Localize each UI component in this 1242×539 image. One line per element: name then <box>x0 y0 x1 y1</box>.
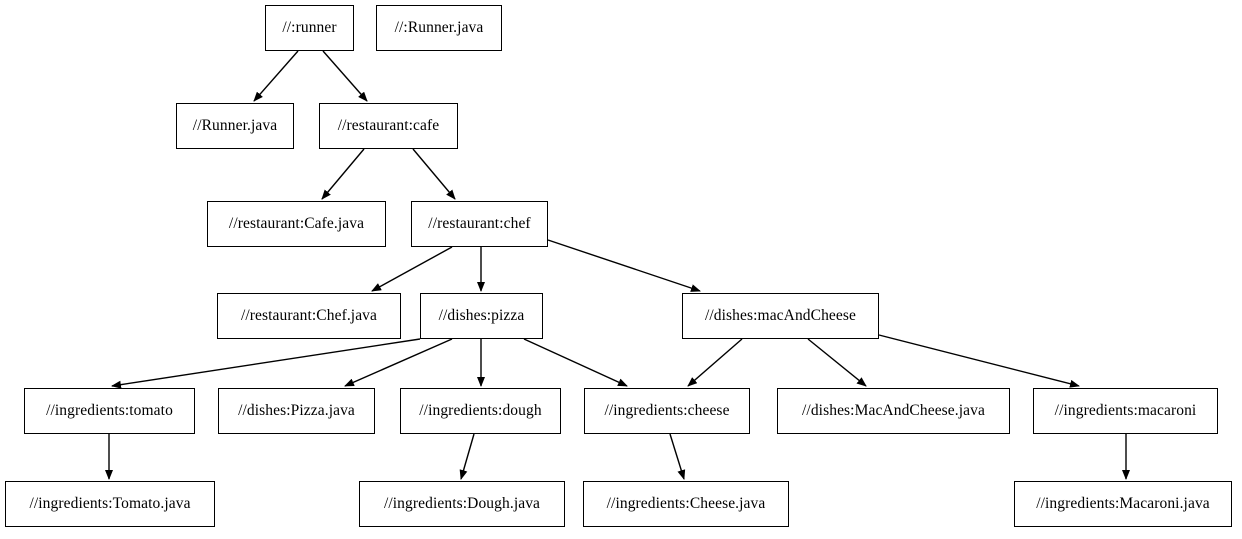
graph-node-ingredients_dough_java[interactable]: //ingredients:Dough.java <box>359 481 565 527</box>
graph-node-ingredients_macaroni[interactable]: //ingredients:macaroni <box>1033 388 1218 434</box>
graph-node-ingredients_macaroni_java[interactable]: //ingredients:Macaroni.java <box>1014 481 1232 527</box>
graph-node-label: //restaurant:chef <box>428 215 531 233</box>
graph-node-ingredients_cheese[interactable]: //ingredients:cheese <box>584 388 750 434</box>
graph-node-dishes_pizza_java[interactable]: //dishes:Pizza.java <box>218 388 375 434</box>
graph-node-label: //restaurant:Cafe.java <box>228 215 365 233</box>
graph-node-label: //ingredients:tomato <box>46 402 173 420</box>
graph-node-runner_java_root[interactable]: //:Runner.java <box>376 5 502 51</box>
graph-node-restaurant_chef[interactable]: //restaurant:chef <box>411 201 548 247</box>
graph-node-runner[interactable]: //:runner <box>265 5 354 51</box>
graph-node-label: //dishes:Pizza.java <box>238 402 355 420</box>
graph-node-dishes_macandcheese[interactable]: //dishes:macAndCheese <box>682 293 879 339</box>
graph-node-runner_java[interactable]: //Runner.java <box>176 103 294 149</box>
graph-node-label: //ingredients:Dough.java <box>383 495 541 513</box>
graph-node-restaurant_chef_java[interactable]: //restaurant:Chef.java <box>217 293 401 339</box>
graph-node-label: //ingredients:Macaroni.java <box>1036 495 1210 513</box>
graph-node-ingredients_tomato[interactable]: //ingredients:tomato <box>24 388 195 434</box>
graph-node-label: //dishes:pizza <box>438 307 525 325</box>
graph-node-label: //restaurant:Chef.java <box>240 307 378 325</box>
graph-node-label: //dishes:MacAndCheese.java <box>802 402 985 420</box>
graph-node-ingredients_tomato_java[interactable]: //ingredients:Tomato.java <box>5 481 215 527</box>
graph-node-label: //ingredients:macaroni <box>1054 402 1197 420</box>
graph-node-dishes_pizza[interactable]: //dishes:pizza <box>420 293 543 339</box>
graph-node-label: //dishes:macAndCheese <box>704 307 857 325</box>
graph-node-label: //ingredients:Tomato.java <box>29 495 191 513</box>
graph-node-label: //ingredients:cheese <box>604 402 730 420</box>
graph-node-ingredients_dough[interactable]: //ingredients:dough <box>400 388 561 434</box>
graph-node-label: //ingredients:dough <box>419 402 542 420</box>
graph-node-label: //ingredients:Cheese.java <box>606 495 766 513</box>
graph-node-label: //:runner <box>282 19 337 37</box>
graph-node-label: //:Runner.java <box>394 19 484 37</box>
graph-node-ingredients_cheese_java[interactable]: //ingredients:Cheese.java <box>583 481 789 527</box>
graph-node-label: //Runner.java <box>192 117 278 135</box>
graph-node-label: //restaurant:cafe <box>337 117 440 135</box>
graph-node-dishes_macandcheese_java[interactable]: //dishes:MacAndCheese.java <box>777 388 1010 434</box>
graph-node-restaurant_cafe[interactable]: //restaurant:cafe <box>319 103 458 149</box>
graph-node-restaurant_cafe_java[interactable]: //restaurant:Cafe.java <box>207 201 386 247</box>
